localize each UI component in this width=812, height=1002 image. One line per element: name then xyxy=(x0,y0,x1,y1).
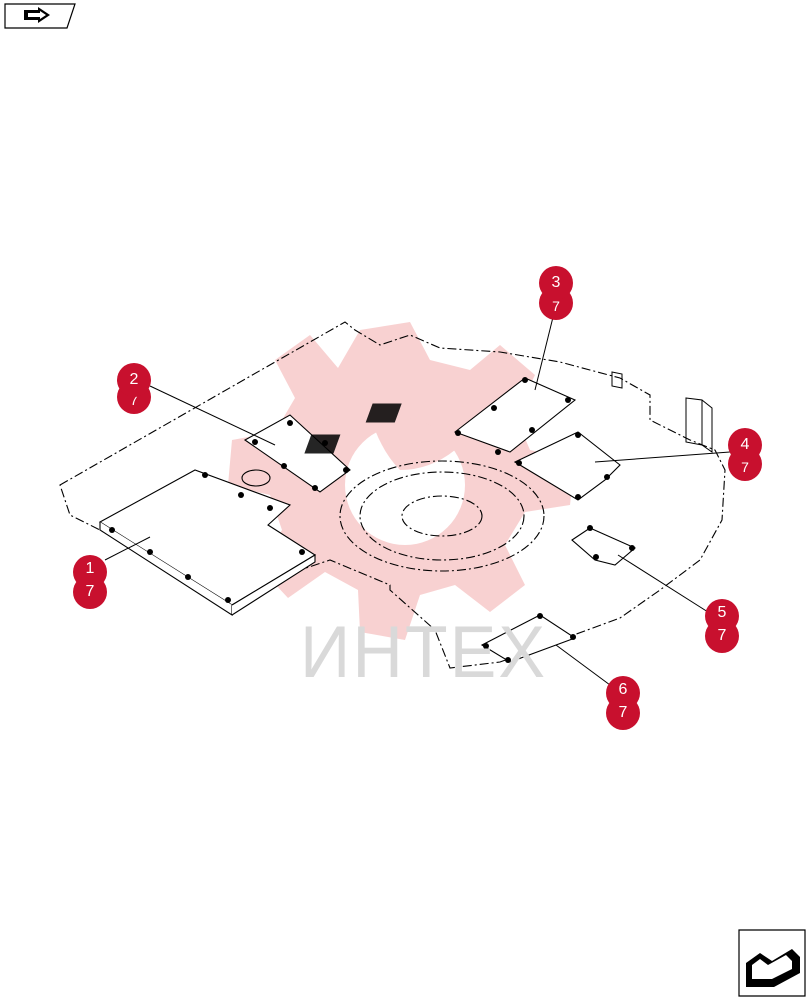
callout-badge[interactable]: 3 xyxy=(539,266,573,300)
cover-plate-4 xyxy=(513,431,621,501)
arrow-back-icon xyxy=(4,3,76,29)
arrow-forward-icon xyxy=(738,929,806,997)
cover-plate-2 xyxy=(241,414,351,493)
previous-page-button[interactable] xyxy=(4,3,76,29)
watermark-text: ИНТЕХ xyxy=(300,611,548,693)
callout-badge[interactable]: 4 xyxy=(728,428,762,462)
leader-lines xyxy=(104,304,731,686)
callout-badge[interactable]: 7 xyxy=(606,696,640,730)
callout-badge[interactable]: 7 xyxy=(705,619,739,653)
callout-badge[interactable]: 7 xyxy=(73,575,107,609)
bracket xyxy=(611,371,713,453)
bolts xyxy=(109,377,635,663)
floor-plate xyxy=(59,321,726,669)
next-page-button[interactable] xyxy=(738,929,806,997)
callout-badge[interactable]: 2 xyxy=(117,363,151,397)
gear-logo-icon xyxy=(228,322,575,640)
